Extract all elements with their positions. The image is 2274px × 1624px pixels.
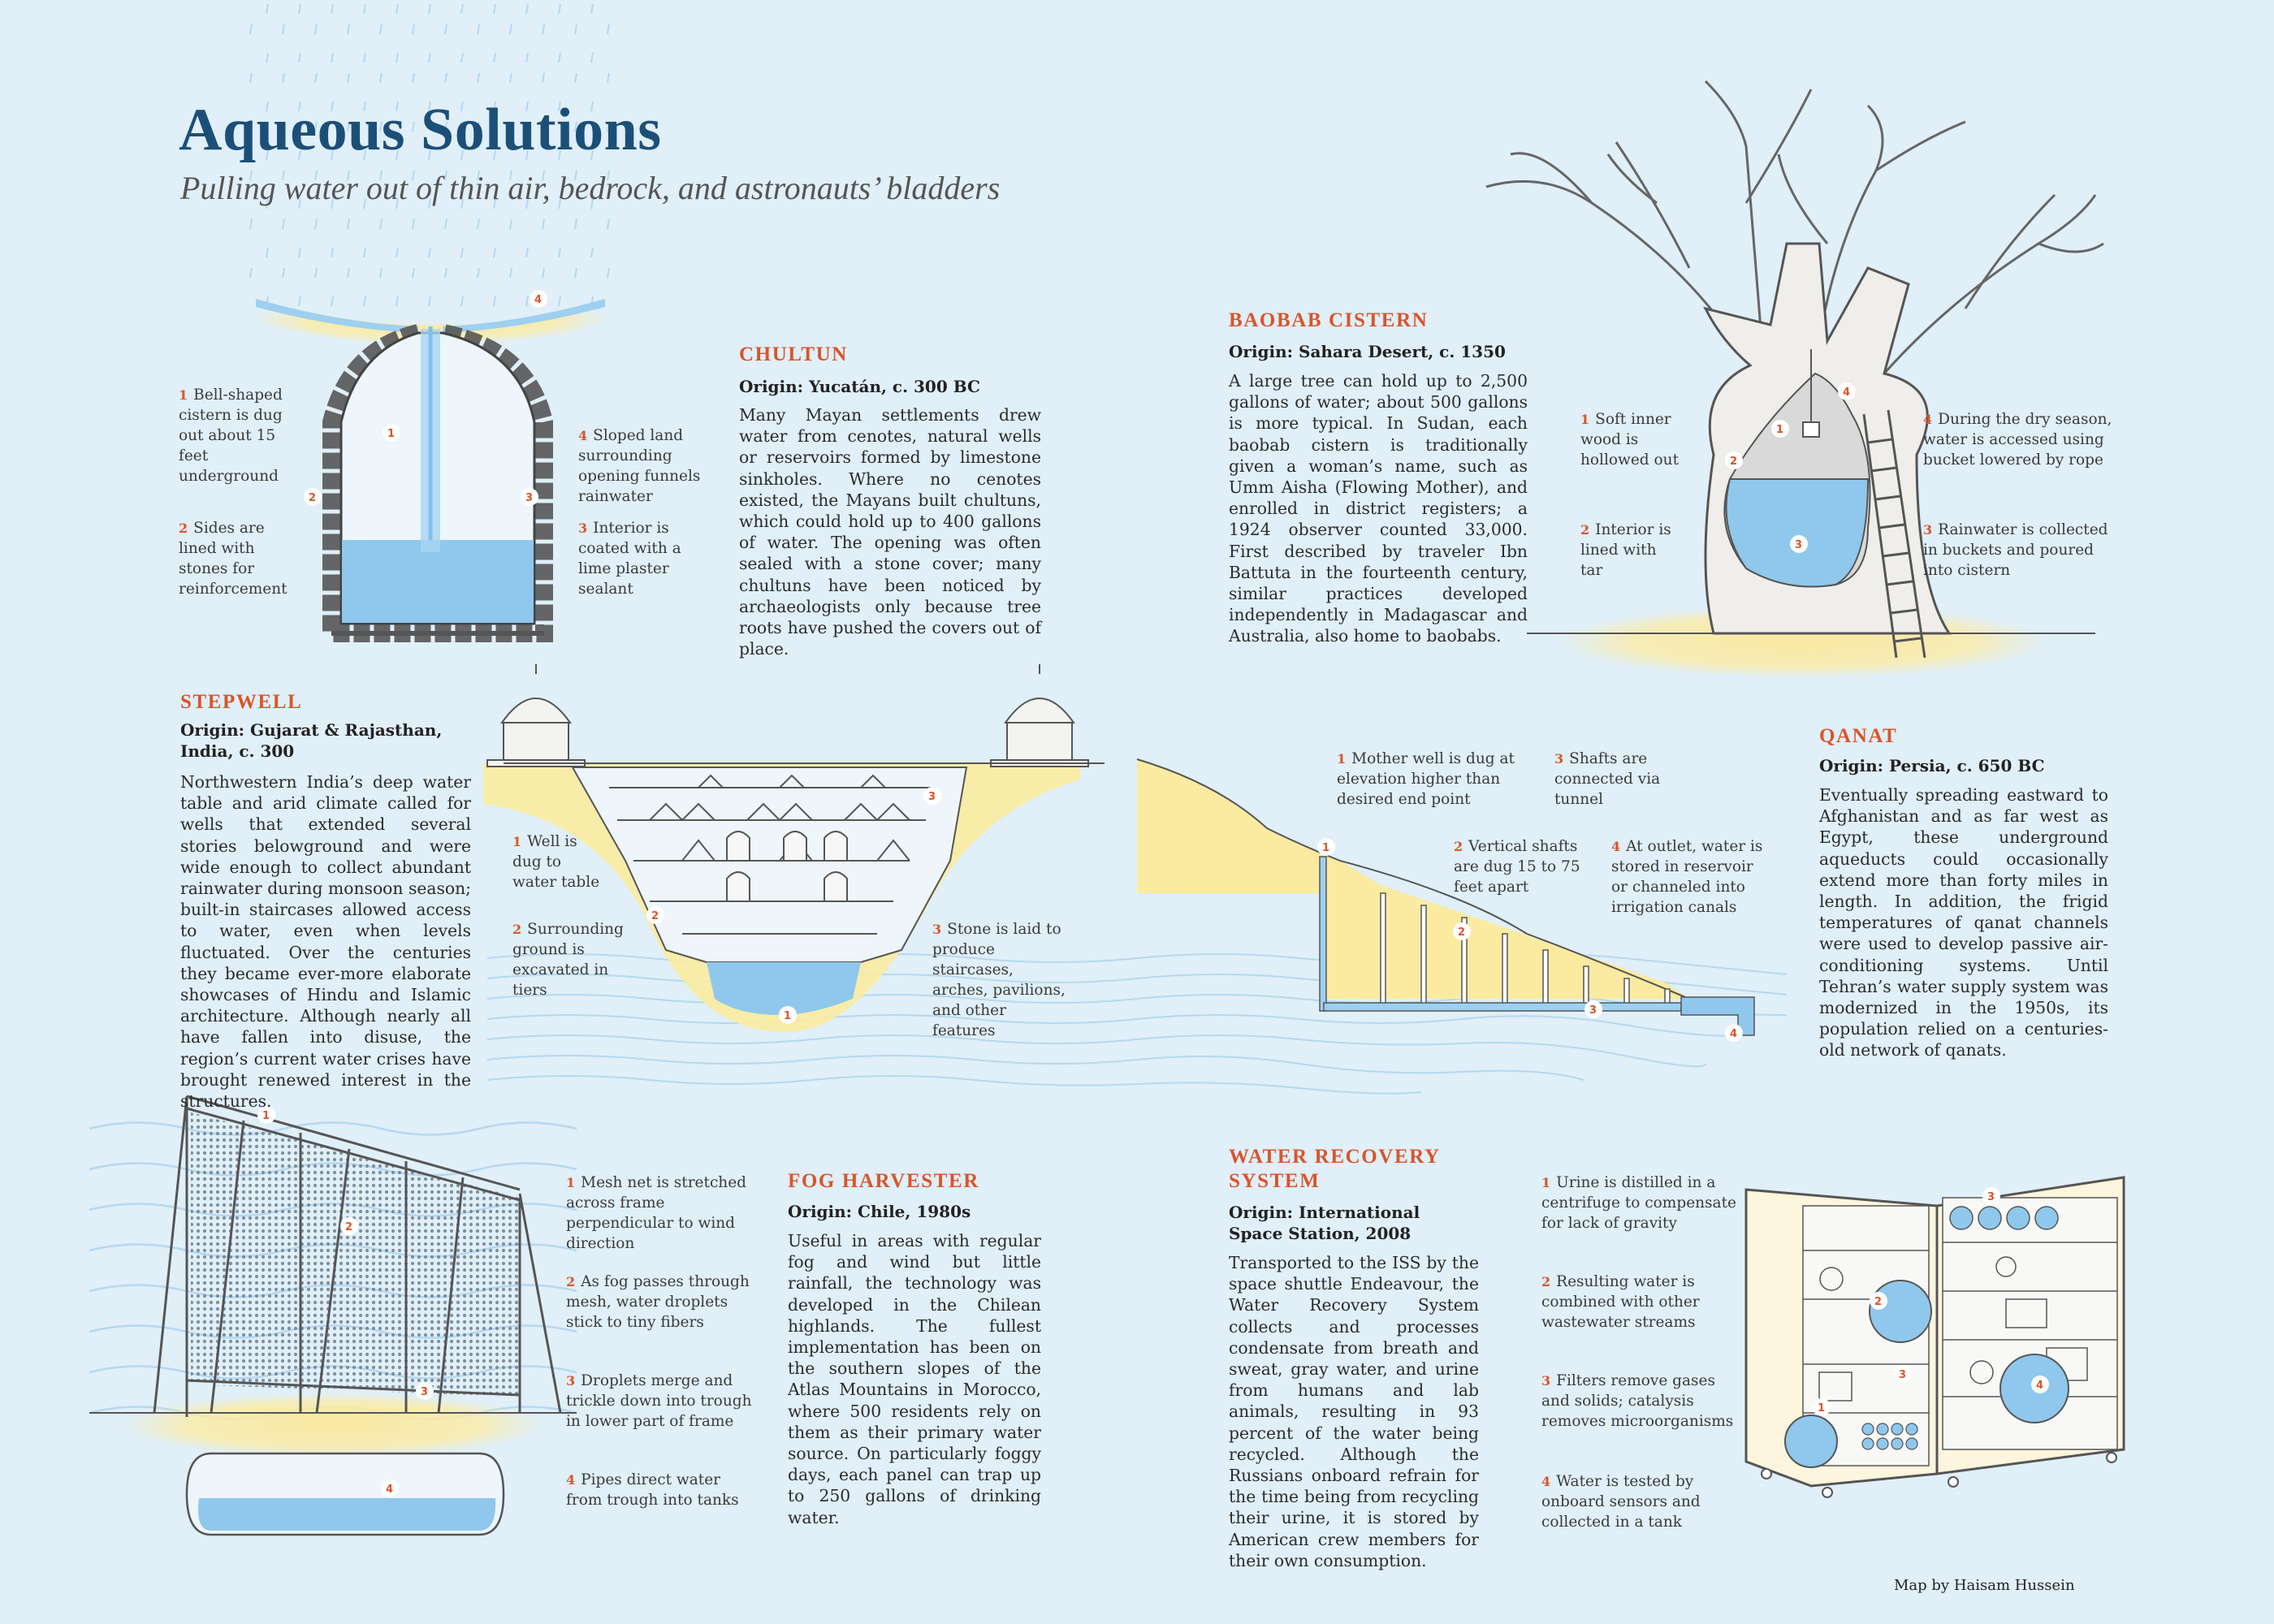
svg-text:3: 3 <box>525 492 533 504</box>
qanat-origin: Origin: Persia, c. 650 BC <box>1819 756 2045 775</box>
svg-text:1: 1 <box>1322 842 1329 854</box>
svg-text:4: 4 <box>1843 387 1850 399</box>
qanat-heading: QANAT <box>1819 725 1898 747</box>
rain-pattern <box>244 0 617 309</box>
svg-text:3: 3 <box>1899 1369 1906 1381</box>
baobab-body: A large tree can hold up to 2,500 gallon… <box>1229 371 1528 646</box>
svg-text:2: 2 <box>651 910 659 922</box>
svg-text:1: 1 <box>1776 424 1783 436</box>
map-credit: Map by Haisam Hussein <box>1894 1577 2075 1594</box>
svg-text:1: 1 <box>784 1010 791 1022</box>
fog-body: Useful in areas with regular fog and win… <box>788 1231 1041 1527</box>
svg-text:2: 2 <box>1874 1296 1882 1308</box>
recovery-heading: WATER RECOVERY SYSTEM <box>1229 1146 1440 1192</box>
svg-text:4: 4 <box>2036 1380 2043 1392</box>
fog-origin: Origin: Chile, 1980s <box>788 1202 971 1221</box>
chultun-body: Many Mayan settlements drew water from c… <box>739 405 1041 659</box>
qanat-diagram: 1 2 3 4 <box>1136 758 1755 1042</box>
qanat-number-labels: 1 2 3 4 <box>1317 838 1743 1042</box>
stepwell-diagram: 1 2 3 <box>483 664 1788 1095</box>
svg-text:1: 1 <box>262 1110 270 1122</box>
svg-text:2: 2 <box>345 1221 352 1233</box>
baobab-heading: BAOBAB CISTERN <box>1229 309 1429 331</box>
svg-text:3: 3 <box>928 791 936 803</box>
chultun-diagram: 1 2 3 4 <box>244 0 617 642</box>
chultun-heading: CHULTUN <box>739 343 848 365</box>
chultun-number-labels: 1 2 3 4 <box>304 290 547 506</box>
stepwell-heading: STEPWELL <box>180 691 303 713</box>
fog-harvester-diagram: 1 2 3 4 <box>89 1095 577 1536</box>
qanat-body: Eventually spreading eastward to Afghani… <box>1819 785 2108 1060</box>
water-recovery-diagram: 1 2 3 3 4 <box>1744 1176 2125 1498</box>
stepwell-body: Northwestern India’s deep water table an… <box>180 772 471 1112</box>
svg-text:2: 2 <box>309 492 316 504</box>
recovery-number-labels: 1 2 3 3 4 <box>1813 1187 2049 1416</box>
chultun-origin: Origin: Yucatán, c. 300 BC <box>739 377 980 396</box>
baobab-origin: Origin: Sahara Desert, c. 1350 <box>1229 342 1506 361</box>
svg-text:2: 2 <box>1730 456 1737 468</box>
recovery-body: Transported to the ISS by the space shut… <box>1229 1253 1479 1570</box>
stepwell-origin: Origin: Gujarat & Rajasthan, India, c. 3… <box>180 720 443 761</box>
fog-heading: FOG HARVESTER <box>788 1170 979 1192</box>
recovery-origin: Origin: International Space Station, 200… <box>1229 1203 1420 1243</box>
svg-text:3: 3 <box>421 1386 428 1398</box>
svg-text:4: 4 <box>386 1484 393 1496</box>
svg-text:4: 4 <box>534 294 542 306</box>
svg-text:3: 3 <box>1987 1191 1995 1203</box>
svg-text:3: 3 <box>1795 539 1802 551</box>
fog-number-labels: 1 2 3 4 <box>257 1106 434 1497</box>
page-subtitle: Pulling water out of thin air, bedrock, … <box>180 170 1001 206</box>
baobab-diagram: 1 2 3 4 <box>1485 80 2104 678</box>
svg-text:4: 4 <box>1730 1028 1737 1040</box>
svg-text:3: 3 <box>1589 1004 1597 1017</box>
page-title: Aqueous Solutions <box>179 97 662 163</box>
svg-text:1: 1 <box>387 428 395 440</box>
svg-text:2: 2 <box>1458 926 1465 939</box>
baobab-number-labels: 1 2 3 4 <box>1725 382 1856 553</box>
stepwell-number-labels: 1 2 3 <box>646 787 941 1024</box>
svg-text:1: 1 <box>1818 1402 1825 1415</box>
